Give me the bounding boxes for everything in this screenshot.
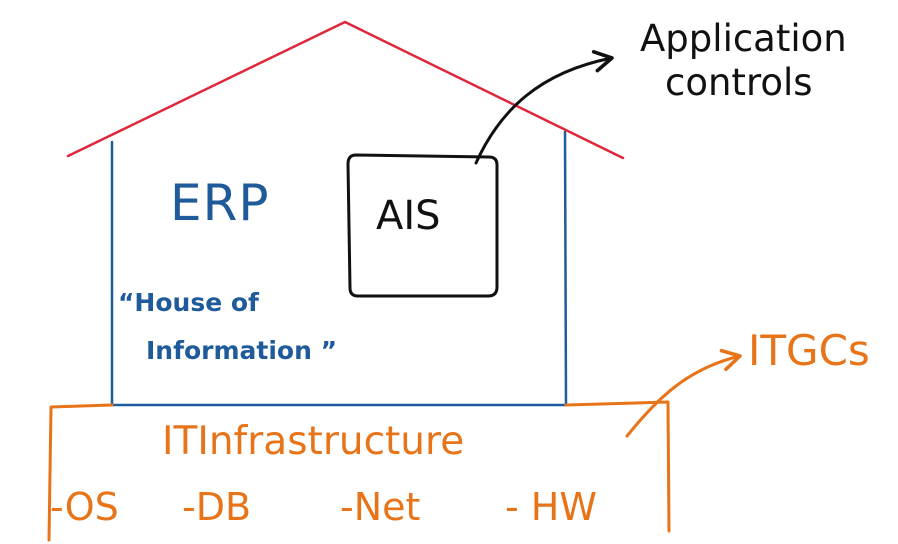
itgcs-arrow (625, 348, 742, 438)
layer-db: -DB (182, 485, 252, 529)
layer-os: -OS (50, 485, 119, 529)
house-of-information-line2: Information ” (146, 336, 338, 365)
house-of-information-line1: “House of (118, 288, 259, 317)
it-infrastructure-label: ITInfrastructure (162, 419, 465, 464)
ais-label: AIS (376, 193, 441, 239)
layer-hw: - HW (505, 485, 597, 529)
application-controls-line2: controls (665, 61, 813, 104)
application-controls-arrow (474, 49, 614, 165)
layer-net: -Net (340, 485, 421, 529)
foundation-box (47, 400, 671, 542)
itgcs-label: ITGCs (748, 326, 870, 375)
roof-line (66, 20, 625, 160)
erp-label: ERP (170, 174, 270, 232)
application-controls-line1: Application (640, 17, 847, 60)
ais-box (346, 153, 499, 298)
house-right-wall (563, 130, 568, 407)
